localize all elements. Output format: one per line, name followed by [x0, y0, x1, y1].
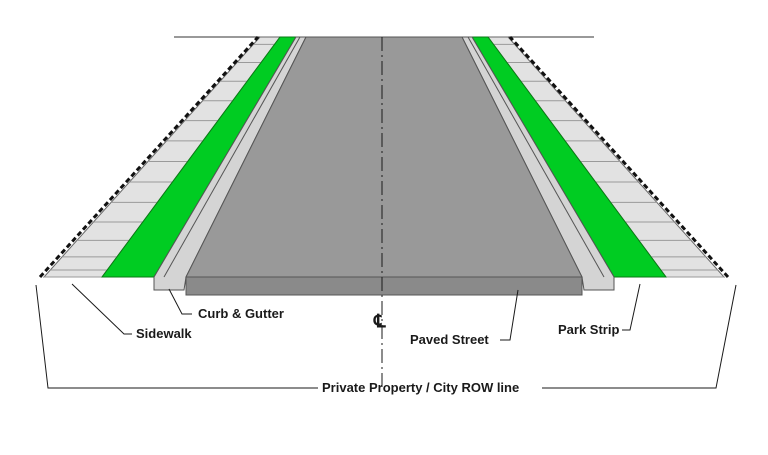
label-centerline: ℄ — [373, 311, 386, 331]
row-line-left — [38, 35, 260, 279]
leader-paved-street — [500, 289, 519, 341]
label-row-line: Private Property / City ROW line — [322, 380, 519, 395]
sidewalk-right-joints — [493, 43, 724, 278]
label-park-strip: Park Strip — [558, 322, 619, 337]
curb-gutter-left-edge — [163, 36, 301, 278]
label-paved-street: Paved Street — [410, 332, 489, 347]
leader-row-right — [542, 284, 737, 389]
label-curb-gutter: Curb & Gutter — [198, 306, 284, 321]
sidewalk-left-joints — [44, 43, 275, 278]
leader-row-left — [35, 284, 318, 389]
paved-street-edge — [185, 276, 583, 296]
leader-sidewalk — [71, 283, 132, 335]
curb-gutter-right-edge — [467, 36, 605, 278]
label-sidewalk: Sidewalk — [136, 326, 192, 341]
row-line-right — [508, 35, 730, 279]
leader-park-strip — [622, 283, 641, 331]
leader-curb-gutter — [168, 288, 192, 315]
